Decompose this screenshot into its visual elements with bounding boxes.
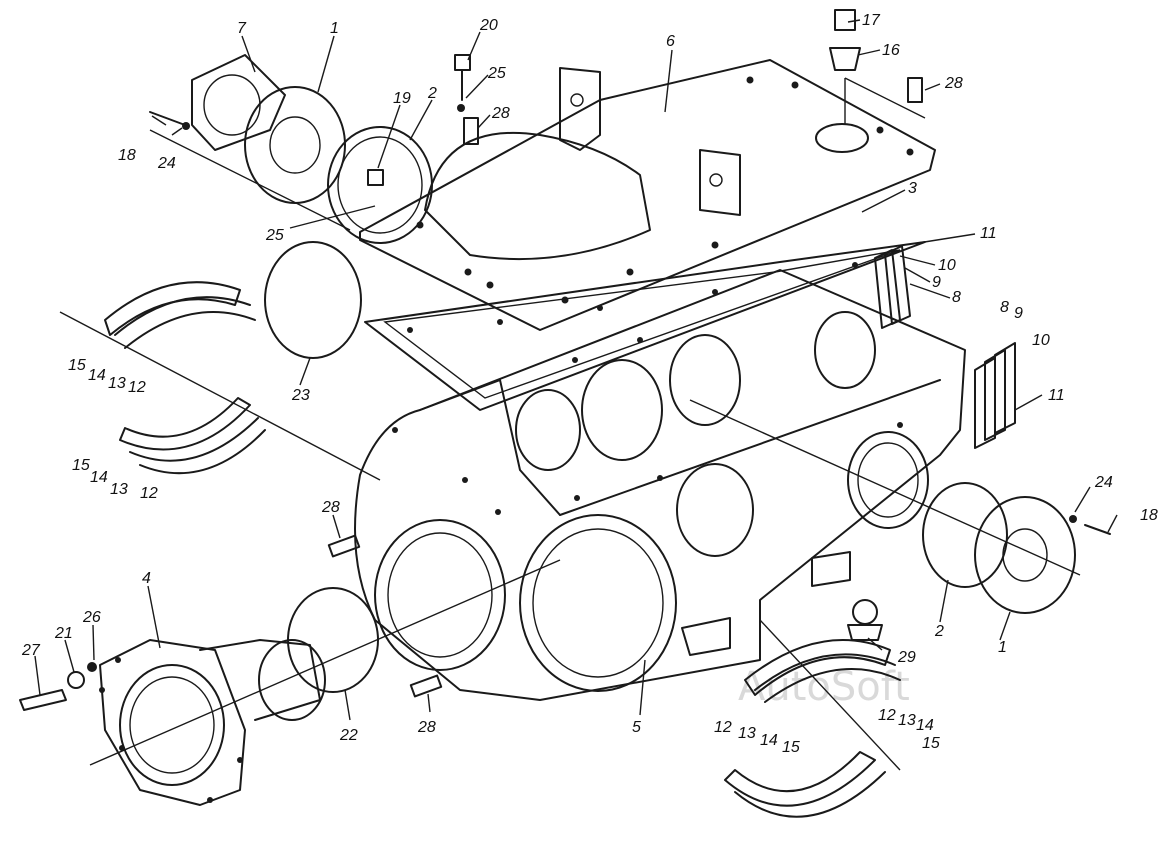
- callout-11-top: 11: [980, 225, 997, 242]
- callout-12-c: 12: [714, 719, 732, 736]
- liners-mid-left: [119, 397, 266, 475]
- callout-19: 19: [393, 90, 411, 107]
- callout-17: 17: [862, 12, 881, 29]
- o-ring-part-23: [264, 241, 362, 359]
- callout-24-left: 24: [157, 155, 176, 172]
- callout-28-top: 28: [491, 105, 510, 122]
- callout-28-left: 28: [321, 499, 340, 516]
- callout-20: 20: [479, 17, 498, 34]
- callout-5: 5: [632, 719, 641, 736]
- bearing-cap-top-left: [191, 54, 433, 244]
- callout-18-right: 18: [1140, 507, 1158, 524]
- callout-15-c: 15: [782, 739, 800, 756]
- callout-15-a: 15: [68, 357, 86, 374]
- callout-8-right: 8: [1000, 299, 1009, 316]
- callout-10-mid: 10: [938, 257, 956, 274]
- top-cover-part-6: [359, 59, 936, 331]
- callout-13-b: 13: [110, 481, 128, 498]
- callout-12-d: 12: [878, 707, 896, 724]
- callout-12-a: 12: [128, 379, 146, 396]
- o-ring-part-22: [287, 587, 379, 693]
- callout-16: 16: [882, 42, 900, 59]
- shim-pack-right: [974, 342, 1016, 449]
- callout-23: 23: [291, 387, 310, 404]
- callout-21: 21: [54, 625, 73, 642]
- callout-3: 3: [908, 180, 917, 197]
- callout-13-d: 13: [898, 712, 916, 729]
- callout-4: 4: [142, 570, 151, 587]
- callout-25-left: 25: [265, 227, 284, 244]
- liners-bottom-right: [724, 639, 901, 818]
- callout-2-top: 2: [427, 85, 437, 102]
- callout-7: 7: [237, 20, 247, 37]
- callout-11-right: 11: [1048, 387, 1065, 404]
- callout-14-c: 14: [760, 732, 778, 749]
- callout-28-right: 28: [944, 75, 963, 92]
- liners-top-left: [104, 281, 256, 349]
- callout-14-a: 14: [88, 367, 106, 384]
- callout-27: 27: [21, 642, 41, 659]
- callout-1-top: 1: [330, 20, 339, 37]
- gasket-part-3: [364, 241, 926, 411]
- callout-10-right: 10: [1032, 332, 1050, 349]
- cover-flange-part-4: [99, 639, 326, 806]
- callout-13-a: 13: [108, 375, 126, 392]
- callout-25-top: 25: [487, 65, 506, 82]
- callout-15-d: 15: [922, 735, 940, 752]
- callout-22: 22: [339, 727, 358, 744]
- callout-15-b: 15: [72, 457, 90, 474]
- callout-6: 6: [666, 33, 675, 50]
- callout-13-c: 13: [738, 725, 756, 742]
- callout-28-bottom: 28: [417, 719, 436, 736]
- bolts-and-plugs: [19, 9, 1111, 711]
- callout-2-right: 2: [934, 623, 944, 640]
- callout-8-mid: 8: [952, 289, 961, 306]
- callout-1-right: 1: [998, 639, 1007, 656]
- callout-24-right: 24: [1094, 474, 1113, 491]
- bearing-cap-right: [922, 482, 1076, 614]
- callout-12-b: 12: [140, 485, 158, 502]
- callout-29: 29: [897, 649, 916, 666]
- callout-9-right: 9: [1014, 305, 1023, 322]
- callout-14-b: 14: [90, 469, 108, 486]
- callout-18-left: 18: [118, 147, 136, 164]
- callouts: 7 1 2 19 20 25 28 6 17 16 28 3 11 10 9 8…: [21, 12, 1158, 756]
- axis-lines: [59, 77, 1081, 771]
- callout-26: 26: [82, 609, 101, 626]
- callout-14-d: 14: [916, 717, 934, 734]
- housing-part-5: [354, 269, 966, 701]
- leader-lines: [34, 19, 1118, 721]
- shim-pack-middle: [874, 245, 911, 329]
- callout-9-mid: 9: [932, 274, 941, 291]
